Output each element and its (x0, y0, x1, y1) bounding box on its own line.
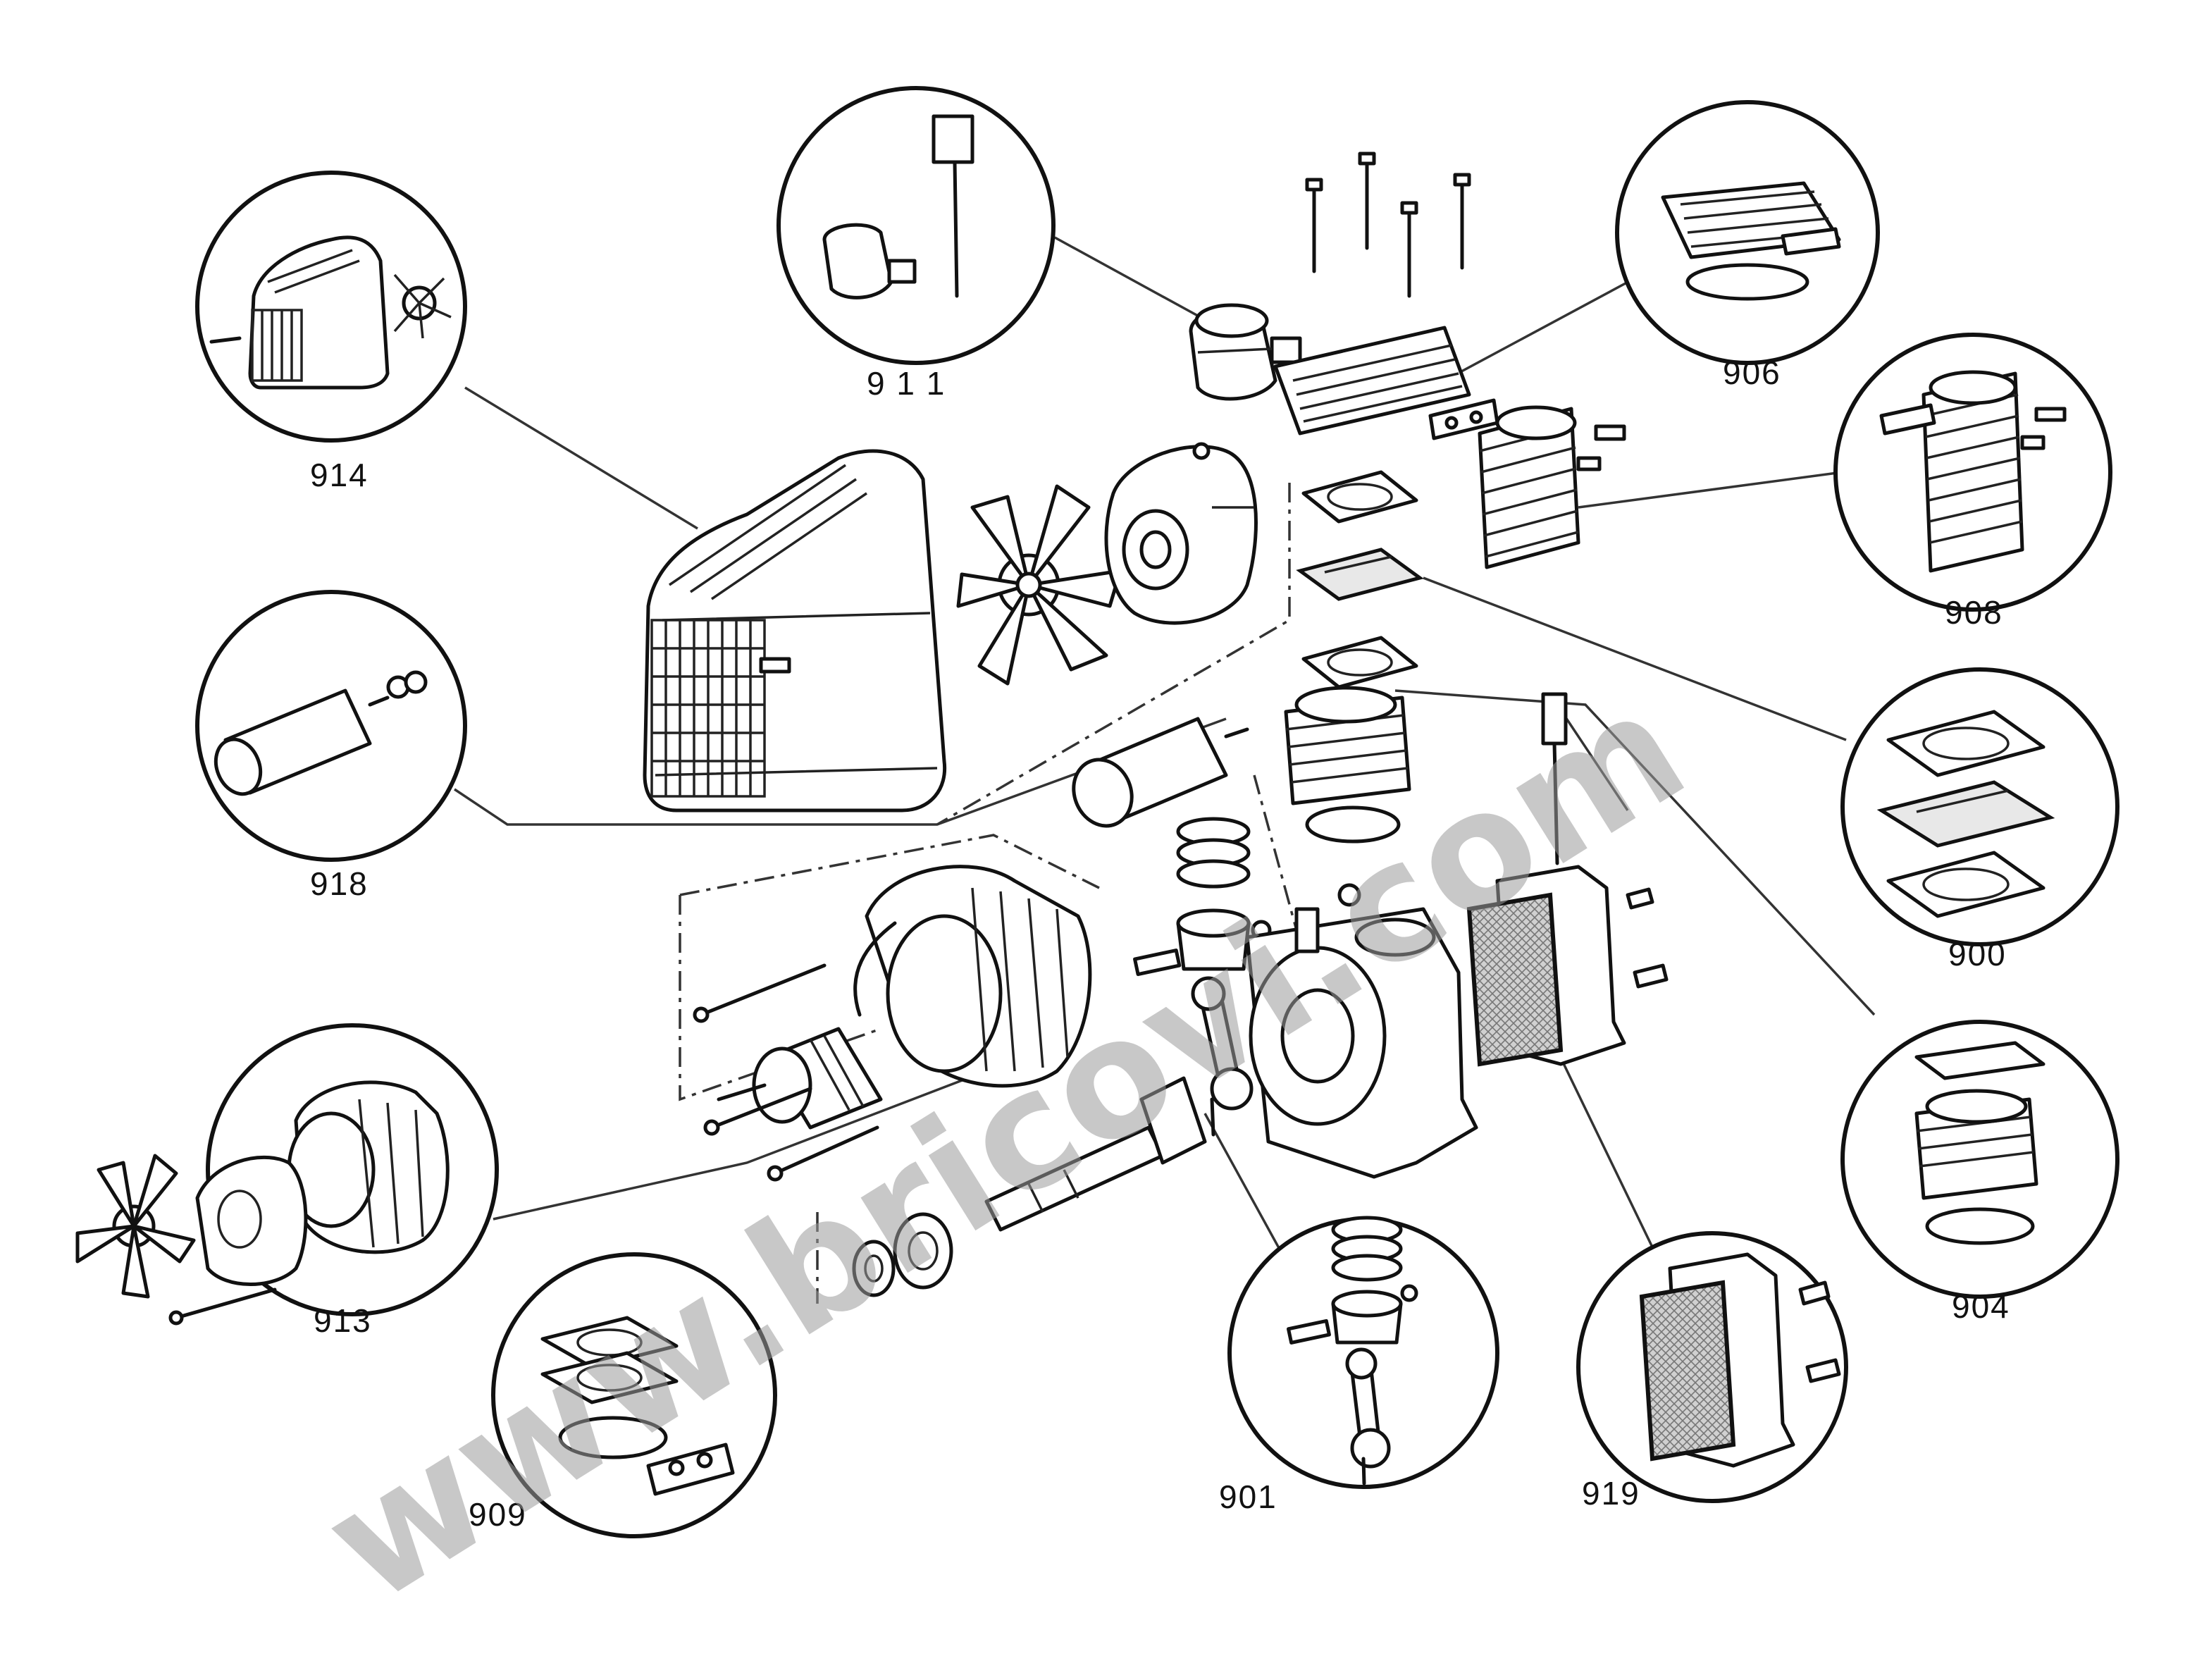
valve-plate-stack (1296, 470, 1424, 689)
tie-rods (693, 963, 879, 1182)
watermark: www.bricovi.com (295, 654, 1716, 1639)
callout-label-908: 908 (1945, 594, 2003, 631)
motor-rotor (717, 1027, 883, 1130)
air-filter (1189, 303, 1302, 401)
motor-cover (643, 449, 947, 813)
callout-label-909: 909 (469, 1496, 527, 1533)
callout-918 (195, 590, 467, 862)
crankcase (1245, 883, 1478, 1179)
callout-label-906: 906 (1723, 354, 1781, 391)
finned-cylinder-center (1284, 686, 1411, 844)
crankshaft (984, 1076, 1207, 1232)
capacitor (1072, 717, 1249, 828)
callout-908 (1833, 333, 2112, 612)
callout-901 (1227, 1216, 1499, 1489)
callout-906 (1615, 100, 1880, 365)
motor-end-bell (1104, 442, 1258, 625)
cover-grille (650, 619, 766, 798)
callout-904 (1840, 1020, 2119, 1299)
callout-label-901: 901 (1219, 1478, 1277, 1515)
callout-909 (491, 1252, 777, 1538)
unloader-pin (1541, 692, 1568, 865)
connecting-rod (1191, 976, 1254, 1137)
cooling-fan (956, 484, 1122, 686)
head-bolts (1305, 152, 1471, 298)
callout-label-900: 900 (1948, 936, 2007, 972)
callout-label-911: 9 1 1 (867, 365, 946, 402)
callout-label-918: 918 (310, 865, 369, 902)
callout-914 (195, 171, 467, 443)
motor-stator (853, 865, 1092, 1088)
finned-cylinder-upper (1478, 405, 1626, 569)
callout-label-919: 919 (1582, 1475, 1640, 1512)
callout-label-913: 913 (314, 1302, 372, 1339)
piston-rings (1133, 817, 1272, 977)
callout-label-914: 914 (310, 457, 369, 493)
callout-label-904: 904 (1952, 1288, 2010, 1325)
cylinder-head (1273, 326, 1499, 440)
bearing-seal (852, 1212, 953, 1297)
callout-913 (75, 1023, 499, 1326)
callout-900 (1840, 667, 2119, 946)
side-filter-cover (1466, 865, 1669, 1067)
callout-919 (1576, 1231, 1848, 1503)
callout-911 (776, 86, 1056, 365)
